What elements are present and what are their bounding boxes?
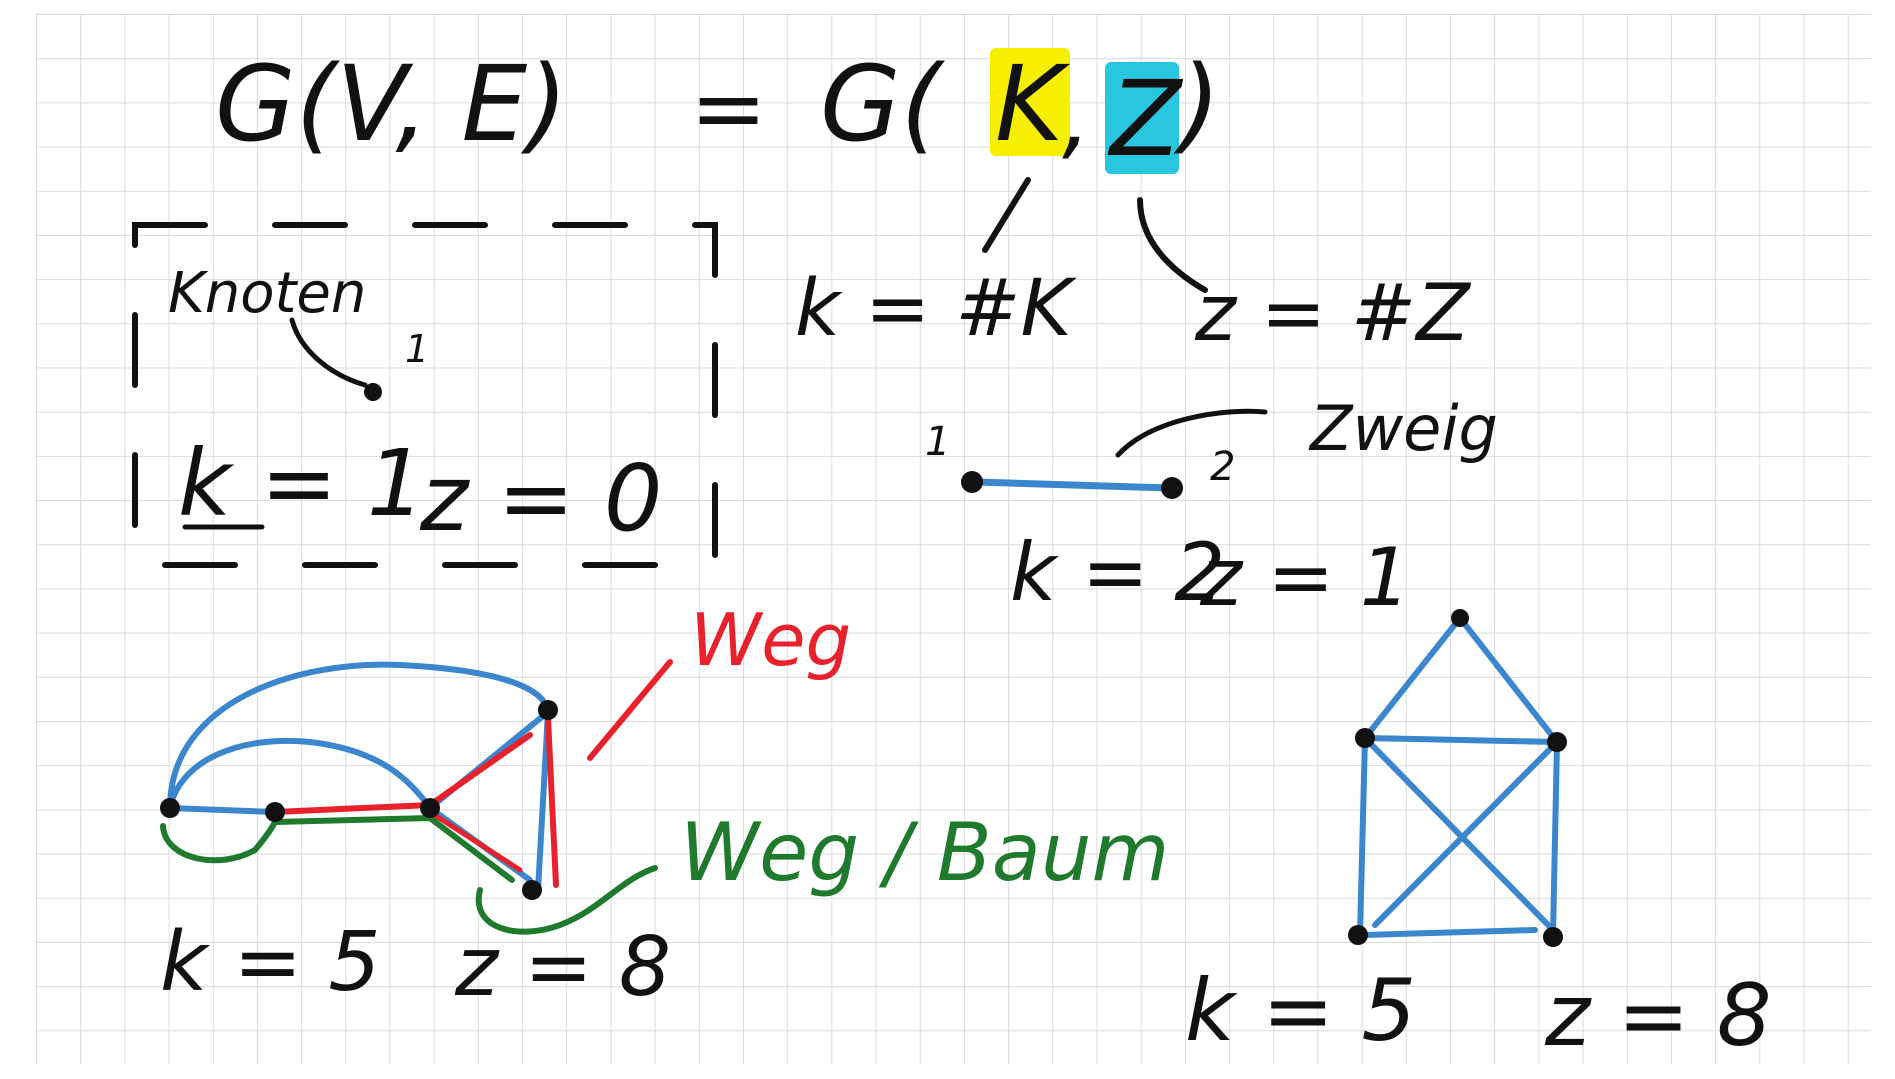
weg-label: Weg [690,598,851,682]
edge-top-right [1457,615,1560,745]
weg-baum-pointer [475,865,658,935]
formula-z: Z [1107,58,1184,180]
right-k-value: k = 5 [1185,961,1416,1061]
edge-left-side [1357,735,1368,938]
right-z-value: z = 8 [1544,966,1772,1066]
graph-left-node [265,802,285,822]
formula-left: G(V, E) [215,43,568,165]
graph-right-node [1547,732,1567,752]
edge-example: 1 2 Zweig k = 2 z = 1 [925,392,1498,624]
graph-left-node [420,798,440,818]
edge-bottom [1362,927,1538,938]
formula-right-close: ) [1173,43,1221,165]
knoten-pointer [289,317,368,388]
formula-right-open: G( [820,43,946,165]
zweig-label: Zweig [1308,392,1498,465]
weg-baum-label: Weg / Baum [680,806,1169,899]
knoten-label: Knoten [168,261,366,326]
formula-k: K [995,43,1071,165]
edge-right-side [1550,739,1560,938]
edge-k-value: k = 2 [1010,526,1225,619]
edge-inner-loop [167,737,433,811]
graph-right-node [1348,925,1368,945]
graph-right-node [1543,927,1563,947]
formula-comma: , [1062,65,1091,170]
box-z-value: z = 0 [419,445,662,552]
graph-left: Weg Weg / Baum k = 5 z = 8 [160,598,1169,1015]
path-red-2 [427,809,523,873]
edge-mid [1362,735,1560,745]
k-connector [982,177,1031,253]
z-connector [1137,197,1208,293]
graph-left-node [160,798,180,818]
edge-diag-1 [1362,735,1556,933]
grid-paper [36,14,1871,1064]
single-node [364,383,382,401]
edge-top-left [1362,615,1463,741]
left-k-value: k = 5 [160,915,381,1010]
single-node-box: Knoten 1 k = 1 z = 0 [132,222,718,568]
graph-left-node [522,880,542,900]
formula: G(V, E) = G( K , Z ) [215,43,1221,180]
k-highlight [990,48,1070,156]
edge-line [971,478,1174,492]
edge-node2-label: 2 [1210,444,1235,490]
left-z-value: z = 8 [454,920,671,1015]
formula-equals: = [690,55,767,162]
edge-node1-label: 1 [925,419,950,465]
single-node-label: 1 [405,327,429,371]
edge-outer-loop [167,661,551,811]
zweig-pointer [1115,408,1268,458]
edge-node-2 [1161,477,1183,499]
path-green [160,815,515,883]
z-definition: z = #Z [1194,269,1471,359]
graph-left-node [538,700,558,720]
graph-right: k = 5 z = 8 [1185,609,1772,1066]
graph-right-node [1355,728,1375,748]
weg-pointer [587,659,673,761]
edge-node-1 [961,471,983,493]
graph-right-node [1451,609,1469,627]
edge-z-value: z = 1 [1199,531,1411,624]
k-definition: k = #K [795,264,1077,354]
box-k-value: k = 1 [178,430,425,537]
z-highlight [1105,62,1179,174]
edge-diag-2 [1372,739,1560,928]
dashed-frame [132,222,718,568]
edge-1-2 [167,805,278,815]
